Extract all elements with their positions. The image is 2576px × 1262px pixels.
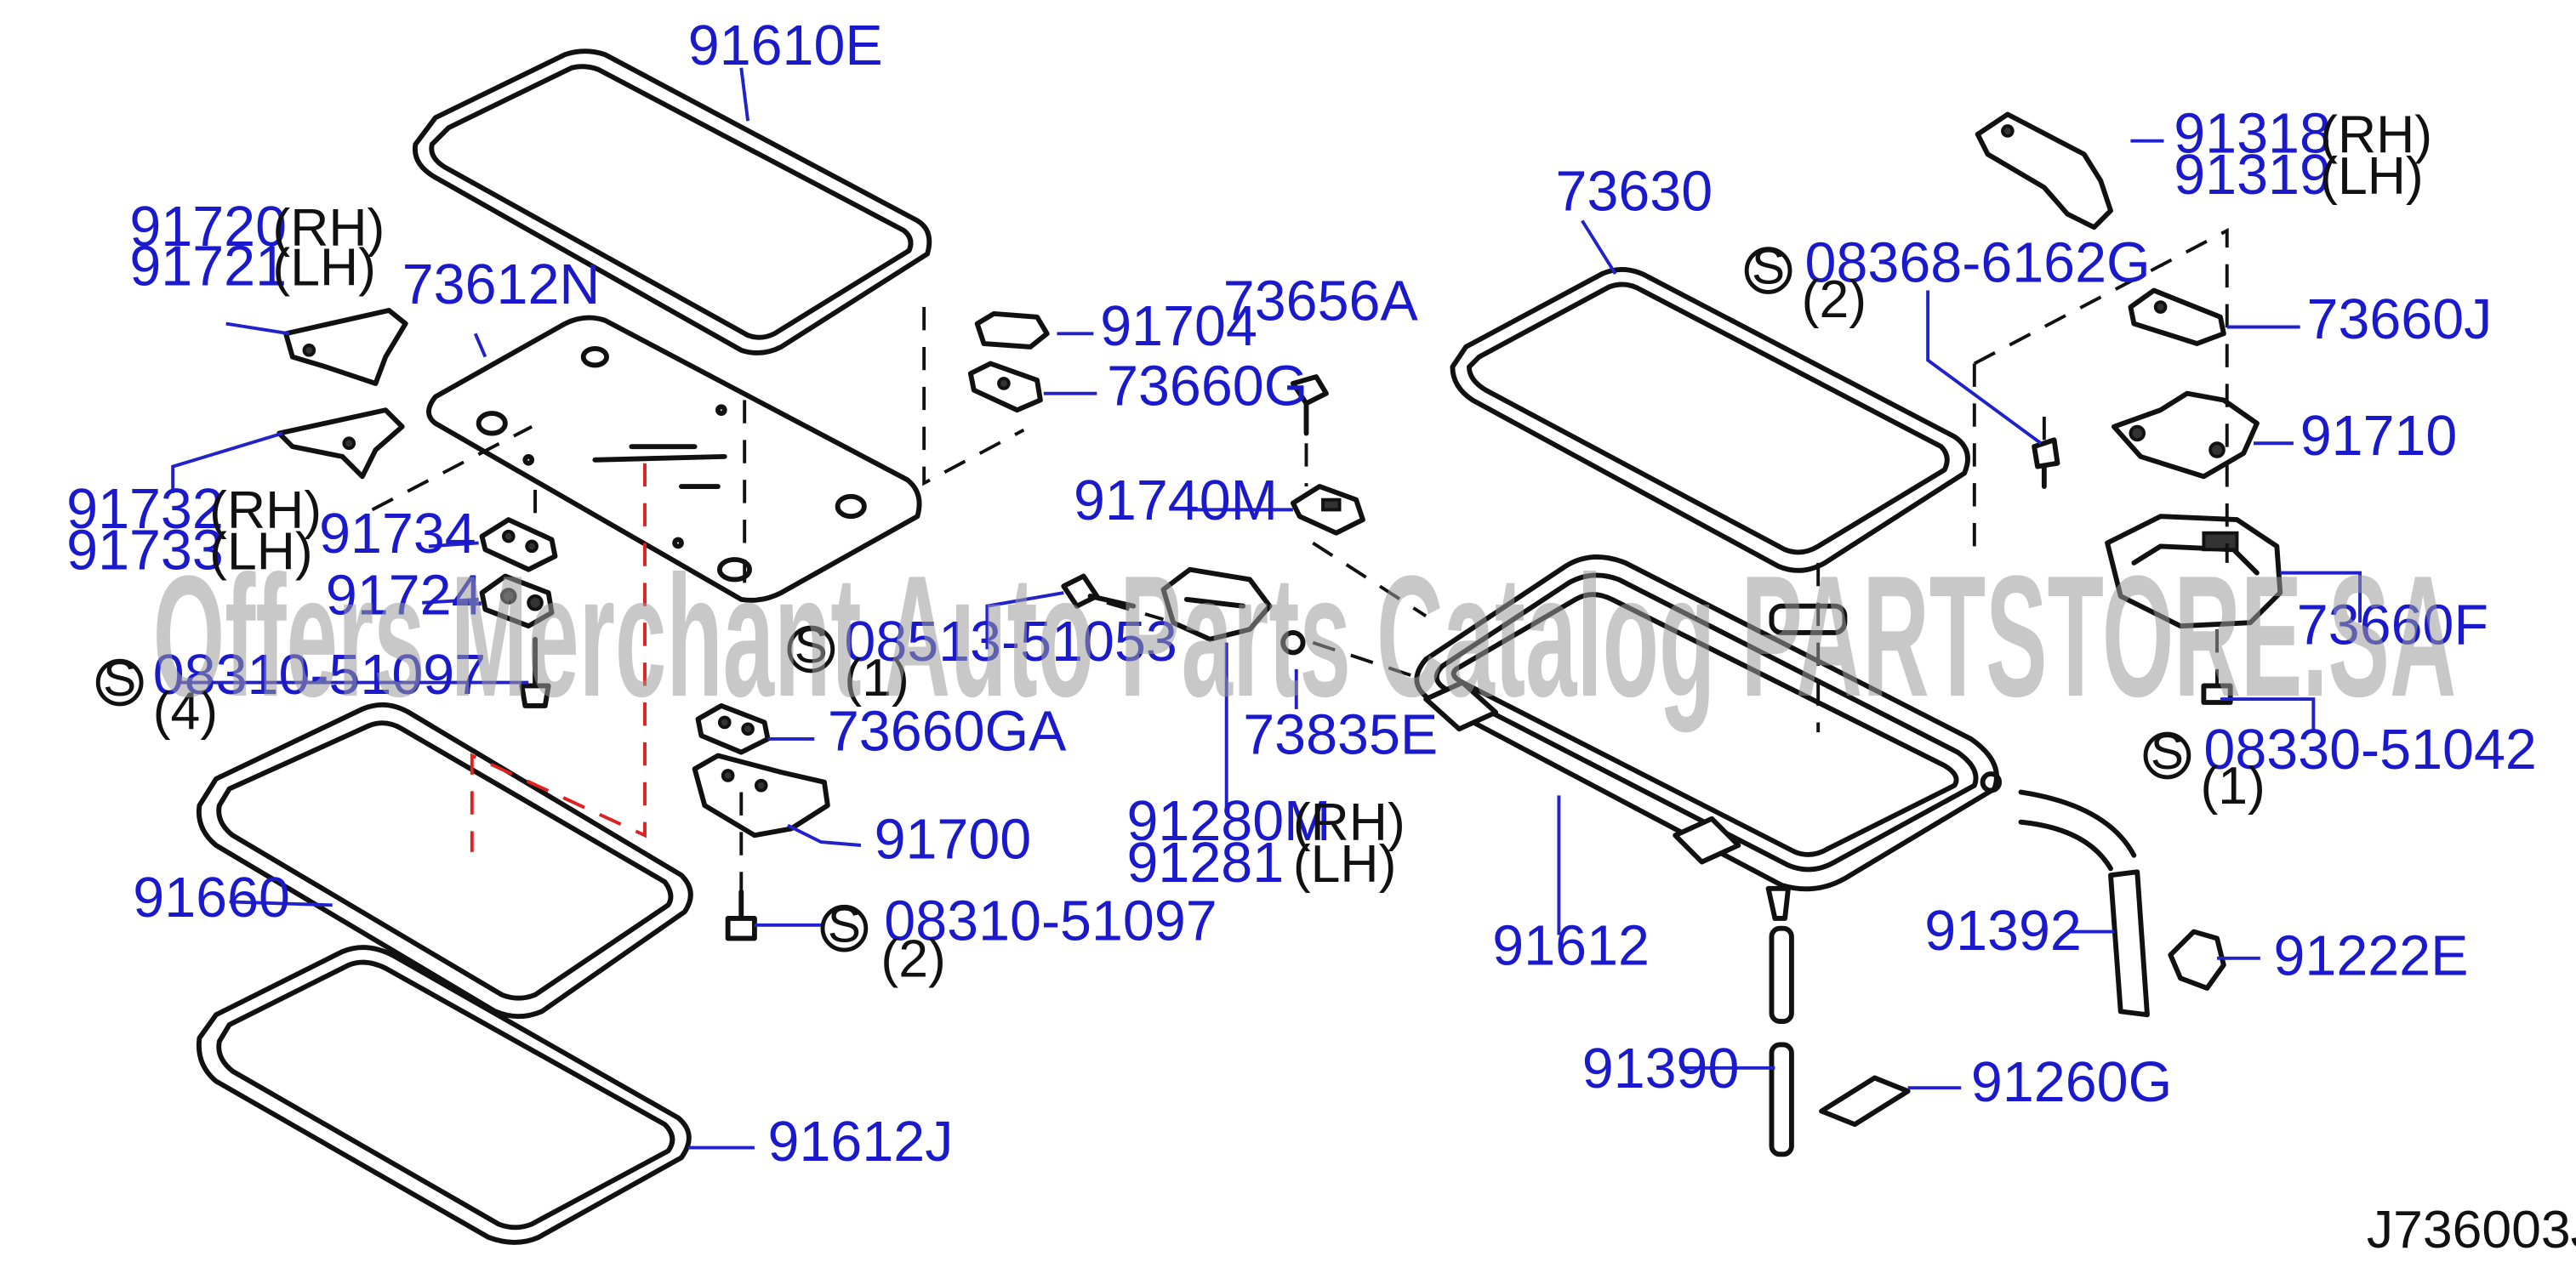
part-91390-hose[interactable] xyxy=(1769,925,1794,1157)
part-91720-bracket[interactable] xyxy=(283,308,408,386)
part-91280M-handle[interactable] xyxy=(1160,566,1306,656)
svg-text:S: S xyxy=(795,618,828,674)
label-08330-qty: (1) xyxy=(2200,756,2265,816)
label-91612[interactable]: 91612 xyxy=(1492,915,1650,978)
label-08368[interactable]: 08368-6162G xyxy=(1805,232,2151,295)
label-73835E[interactable]: 73835E xyxy=(1243,704,1438,767)
label-73612N[interactable]: 73612N xyxy=(402,253,601,316)
s-circle-08330: S xyxy=(2143,725,2191,780)
label-0851x[interactable]: 08513-51053 xyxy=(844,611,1177,674)
part-91724-bracket[interactable] xyxy=(479,573,555,629)
label-91740M[interactable]: 91740M xyxy=(1074,469,1278,532)
label-91222E[interactable]: 91222E xyxy=(2273,924,2468,987)
part-73630-seal[interactable] xyxy=(1450,267,1970,573)
label-73630[interactable]: 73630 xyxy=(1556,161,1713,224)
part-bolt-08310-bottom[interactable] xyxy=(725,889,757,941)
part-91704-pad[interactable] xyxy=(974,310,1050,350)
label-91318-side: (RH) xyxy=(2320,105,2432,164)
label-91700[interactable]: 91700 xyxy=(875,809,1032,872)
part-91740M-clip[interactable] xyxy=(1290,484,1365,536)
svg-text:S: S xyxy=(103,651,136,707)
s-circle-08368: S xyxy=(1744,240,1792,295)
part-screw-left[interactable] xyxy=(519,636,551,708)
label-91610E[interactable]: 91610E xyxy=(688,14,883,77)
label-91732-side: (RH) xyxy=(209,480,322,540)
assembly-dashes xyxy=(371,227,2229,892)
leader-lines xyxy=(171,67,2362,1150)
part-91612-main-frame[interactable] xyxy=(1414,554,2003,921)
part-91610E-weatherstrip[interactable] xyxy=(412,48,932,355)
part-91732-plate[interactable] xyxy=(276,407,405,480)
label-08310[interactable]: 08310-51097 xyxy=(884,890,1217,952)
part-91660-frame[interactable] xyxy=(196,702,693,1020)
label-0831x[interactable]: 08310-51097 xyxy=(153,644,486,707)
callout-labels: 91610E 91720 (RH) 91721 (LH) 73612N 9170… xyxy=(66,14,2537,1174)
label-91319-side: (LH) xyxy=(2320,146,2424,206)
part-91710-hinge[interactable] xyxy=(2111,390,2260,480)
part-91734-bracket[interactable] xyxy=(479,517,558,572)
label-91318[interactable]: 91318 xyxy=(2174,102,2331,165)
label-91390[interactable]: 91390 xyxy=(1582,1037,1740,1100)
label-73660G[interactable]: 73660G xyxy=(1107,355,1308,418)
part-91612J-seal[interactable] xyxy=(196,945,692,1245)
part-91222E-clip[interactable] xyxy=(2168,929,2226,991)
label-91281[interactable]: 91281 xyxy=(1127,832,1285,895)
label-0831x-qty: (4) xyxy=(153,681,218,741)
part-73656A-screw[interactable] xyxy=(1290,374,1329,436)
part-73660F-motor[interactable] xyxy=(2105,514,2283,629)
part-73612N-glass-panel[interactable] xyxy=(426,315,922,603)
label-91732[interactable]: 91732 xyxy=(66,478,224,541)
part-91700-hinge[interactable] xyxy=(692,753,830,838)
s-circle-08310: S xyxy=(820,897,869,952)
label-08310-qty: (2) xyxy=(881,929,945,988)
part-91392-hose[interactable] xyxy=(2018,789,2150,1018)
label-91704[interactable]: 91704 xyxy=(1100,295,1257,358)
label-91720-side: (RH) xyxy=(272,198,385,258)
label-73660F[interactable]: 73660F xyxy=(2297,594,2488,657)
part-bolt-08368[interactable] xyxy=(2032,437,2060,489)
label-91280M-side: (RH) xyxy=(1293,793,1405,852)
part-91318-bracket[interactable] xyxy=(1975,111,2113,230)
label-0851x-qty: (1) xyxy=(844,648,909,708)
label-08368-qty: (2) xyxy=(1802,270,1866,329)
label-91281-side: (LH) xyxy=(1293,834,1397,894)
label-91733[interactable]: 91733 xyxy=(66,520,224,583)
label-91319[interactable]: 91319 xyxy=(2174,144,2331,207)
label-73660GA[interactable]: 73660GA xyxy=(828,701,1067,764)
label-73656A[interactable]: 73656A xyxy=(1223,270,1419,333)
part-73660G-bracket[interactable] xyxy=(967,361,1043,413)
label-08330[interactable]: 08330-51042 xyxy=(2203,719,2536,782)
label-91724[interactable]: 91724 xyxy=(326,564,483,627)
label-91721-side: (LH) xyxy=(272,238,376,298)
label-91721[interactable]: 91721 xyxy=(129,236,287,298)
watermark: Offers Merchant Auto Parts Catalog PARTS… xyxy=(153,540,2457,733)
s-circle-0831x: S xyxy=(95,651,144,707)
svg-text:S: S xyxy=(2151,725,2184,780)
part-bolt-08513[interactable] xyxy=(1061,573,1137,609)
diagram-reference: J736003J xyxy=(2367,1200,2576,1259)
label-91260G[interactable]: 91260G xyxy=(1971,1051,2172,1114)
part-73660J-plate[interactable] xyxy=(2128,287,2226,346)
label-91660[interactable]: 91660 xyxy=(133,867,290,929)
label-91720[interactable]: 91720 xyxy=(129,196,287,259)
label-91734[interactable]: 91734 xyxy=(319,503,476,566)
svg-text:S: S xyxy=(1752,240,1785,295)
label-91280M[interactable]: 91280M xyxy=(1127,790,1331,853)
s-circle-0851x: S xyxy=(787,618,835,674)
label-91392[interactable]: 91392 xyxy=(1924,900,2082,963)
part-91260G-pad[interactable] xyxy=(1819,1075,1911,1128)
label-91733-side: (LH) xyxy=(209,522,313,582)
label-91612J[interactable]: 91612J xyxy=(768,1111,954,1174)
svg-text:S: S xyxy=(828,897,861,952)
label-73660J[interactable]: 73660J xyxy=(2307,288,2493,351)
label-91710[interactable]: 91710 xyxy=(2300,405,2458,468)
